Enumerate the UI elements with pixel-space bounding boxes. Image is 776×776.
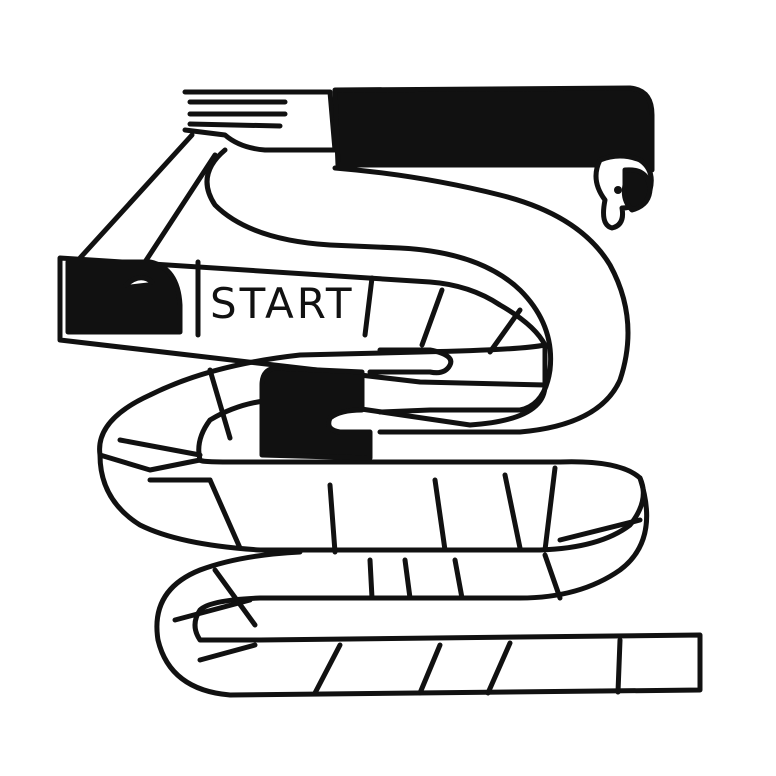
track-cells: [117, 259, 643, 696]
arm-upper: [204, 147, 554, 415]
black-block-center: [259, 365, 373, 461]
eye: [614, 186, 622, 194]
black-block-left-notch: [123, 275, 155, 288]
arm-fold: [367, 347, 454, 376]
character-head: [593, 153, 654, 231]
hair: [621, 167, 653, 213]
game-track: [57, 255, 703, 698]
hand-outline: [182, 89, 338, 153]
black-block-left: [65, 259, 183, 335]
finger-3: [187, 121, 283, 129]
thin-arm: [77, 132, 218, 265]
hand: [182, 89, 338, 153]
arm-lower: [332, 165, 631, 435]
track-curve-4: [154, 475, 703, 698]
start-label: START: [210, 279, 355, 328]
long-arm: [204, 147, 631, 435]
track-row-3: [97, 452, 646, 553]
